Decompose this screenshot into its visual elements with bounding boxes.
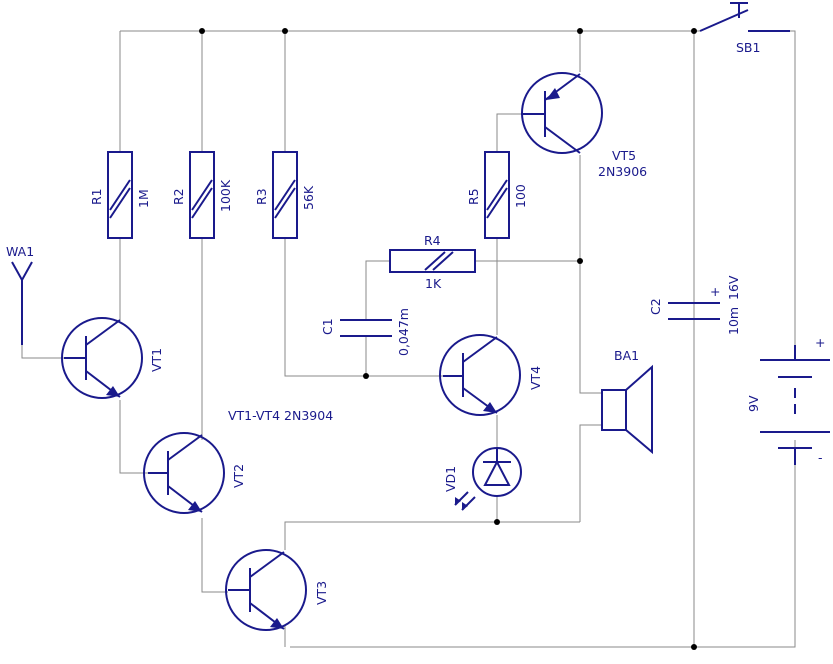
- battery: + - 9V: [746, 335, 830, 465]
- vt3-label: VT3: [314, 581, 329, 605]
- junction-dot: [494, 519, 500, 525]
- bottom-rail-wire: [290, 440, 796, 648]
- junction-dot: [282, 28, 288, 34]
- resistor-r4: R4 1K: [389, 233, 476, 291]
- c1-top-wire: [365, 260, 390, 320]
- resistor-r1: R1 1M: [89, 151, 151, 239]
- speaker-return-wire: [579, 424, 602, 522]
- r2-value: 100K: [218, 179, 233, 212]
- antenna-wire: [21, 280, 64, 359]
- transistor-vt4: VT4: [439, 334, 543, 416]
- switch-sb1: SB1: [699, 2, 790, 55]
- vt1-vt2-wire: [119, 400, 148, 474]
- vt3-collector-wire: [284, 521, 580, 550]
- battery-minus-sign: -: [818, 450, 823, 465]
- r2-label: R2: [171, 188, 186, 205]
- r3-value: 56K: [301, 185, 316, 210]
- c2-voltage: 16V: [726, 275, 741, 300]
- wa1-label: WA1: [6, 244, 34, 259]
- r1-label: R1: [89, 188, 104, 205]
- c2-label: C2: [648, 298, 663, 315]
- vd1-label: VD1: [443, 466, 458, 492]
- junction-dot: [691, 644, 697, 650]
- led-vd1: VD1: [443, 447, 522, 511]
- resistor-r2: R2 100K: [171, 151, 233, 239]
- vt5-collector-wire: [579, 155, 602, 394]
- junction-dot: [199, 28, 205, 34]
- junctions: [199, 28, 697, 650]
- r5-label: R5: [466, 188, 481, 205]
- r1-value: 1M: [136, 189, 151, 208]
- resistor-r5: R5 100: [466, 151, 528, 239]
- r4-value: 1K: [425, 276, 442, 291]
- vt5-label: VT5: [612, 148, 636, 163]
- capacitor-c1: C1 0,047m: [320, 308, 411, 356]
- antenna-wa1: WA1: [6, 244, 34, 345]
- transistor-vt5: VT5 2N3906: [521, 72, 647, 179]
- junction-dot: [577, 28, 583, 34]
- vt4-label: VT4: [528, 366, 543, 390]
- sb1-label: SB1: [736, 40, 760, 55]
- junction-dot: [577, 258, 583, 264]
- transistor-vt1: VT1: [61, 317, 164, 399]
- battery-voltage: 9V: [746, 395, 761, 412]
- c1-label: C1: [320, 318, 335, 335]
- resistor-r3: R3 56K: [254, 151, 316, 239]
- ba1-label: BA1: [614, 348, 639, 363]
- battery-plus-wire: [790, 30, 796, 345]
- vt2-label: VT2: [231, 464, 246, 488]
- vt1-label: VT1: [149, 348, 164, 372]
- junction-dot: [363, 373, 369, 379]
- transistor-note: VT1-VT4 2N3904: [228, 408, 333, 423]
- c1-value: 0,047m: [396, 308, 411, 356]
- r5-value: 100: [513, 184, 528, 208]
- transistor-vt2: VT2: [143, 432, 246, 514]
- transistor-vt3: VT3: [225, 549, 329, 631]
- r4-label: R4: [424, 233, 441, 248]
- vt2-vt3-wire: [201, 518, 228, 593]
- c2-plus-sign: +: [710, 284, 720, 299]
- r3-bottom-wire: [284, 238, 443, 377]
- r3-label: R3: [254, 188, 269, 205]
- speaker-ba1: BA1: [601, 348, 653, 455]
- vt5-part: 2N3906: [598, 164, 647, 179]
- junction-dot: [691, 28, 697, 34]
- battery-plus-sign: +: [815, 335, 825, 350]
- c2-value: 10m: [726, 307, 741, 335]
- capacitor-c2: + C2 16V 10m: [648, 275, 741, 335]
- r5-top-wire: [496, 113, 521, 152]
